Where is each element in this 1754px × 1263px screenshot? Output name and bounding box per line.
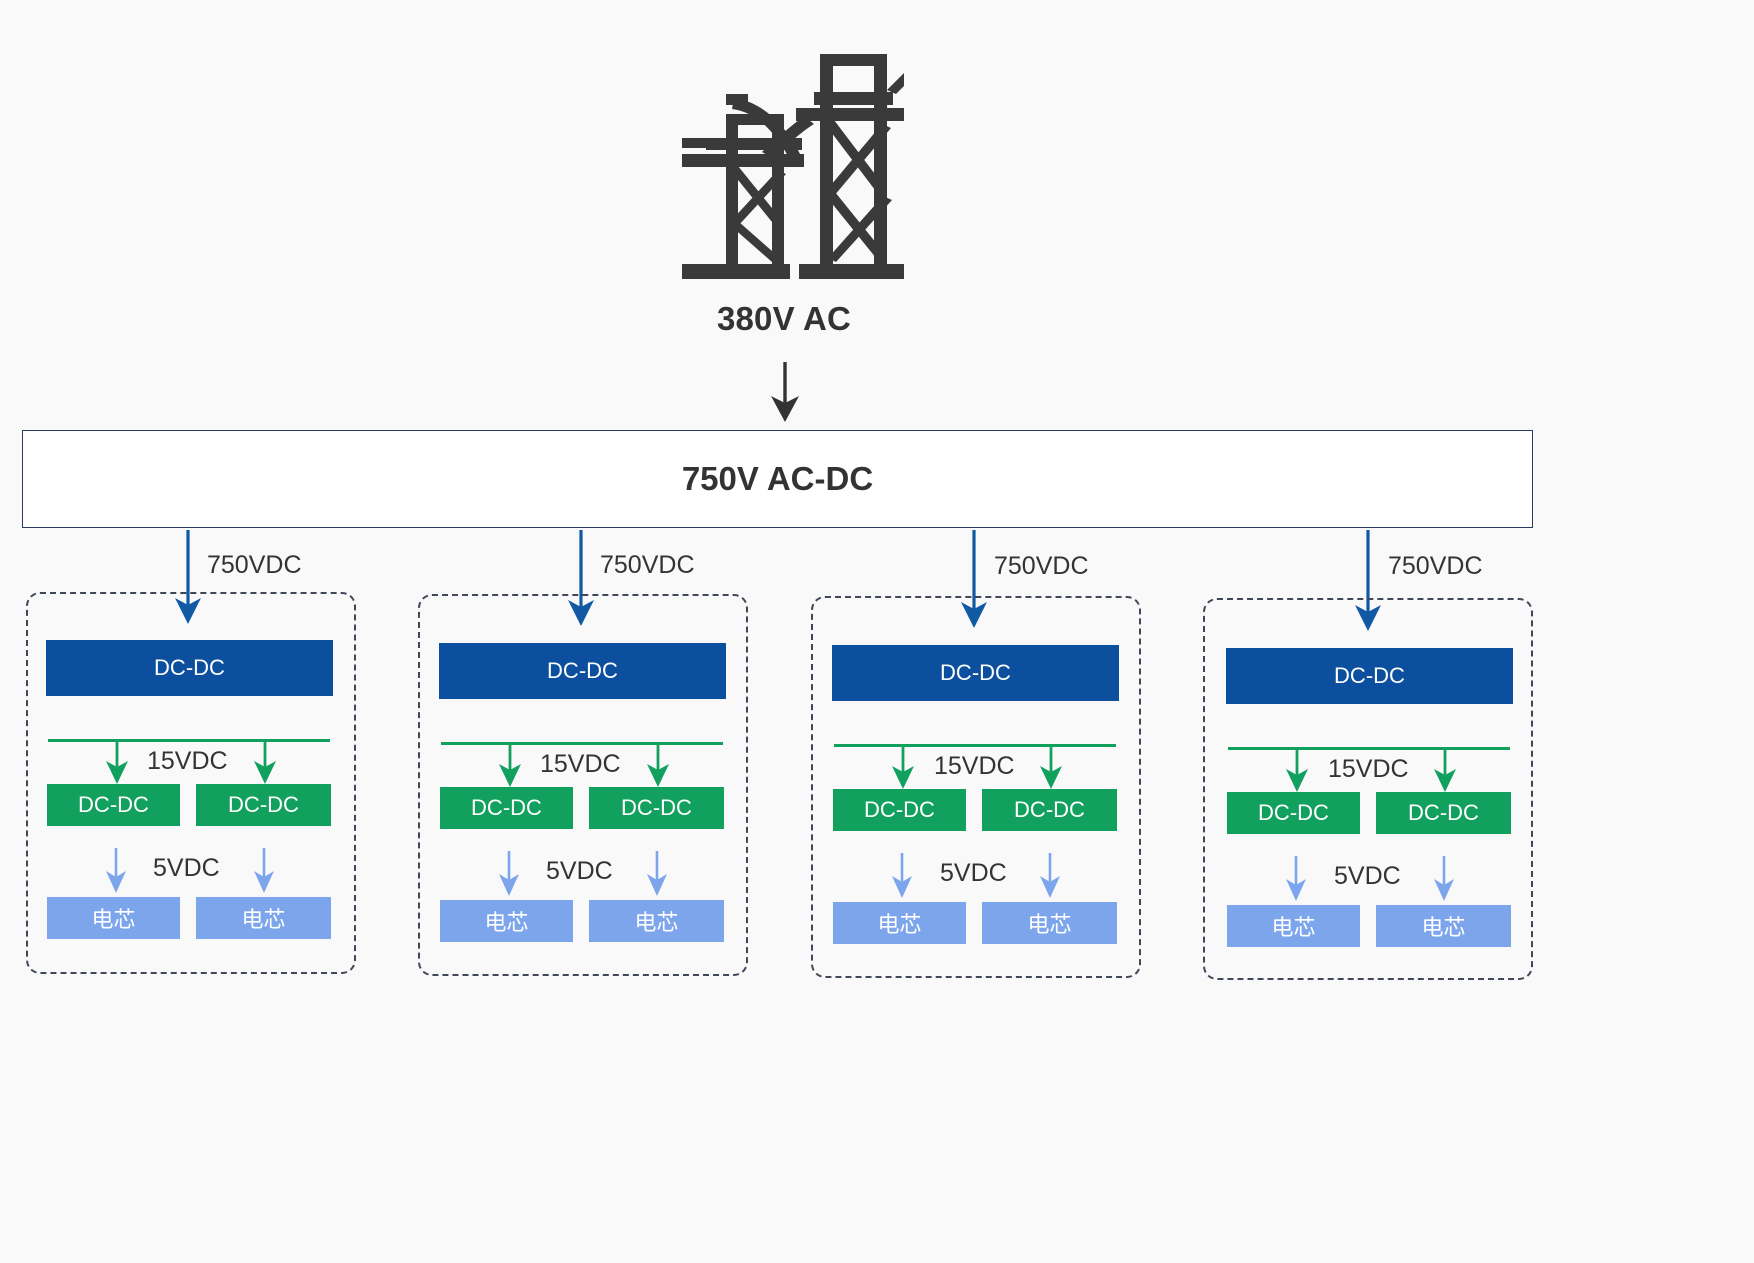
secondary-dcdc-label-1a: DC-DC [78,792,149,817]
intermediate-bus-label-4: 15VDC [1328,755,1409,783]
secondary-dcdc-label-1b: DC-DC [228,792,299,817]
primary-dcdc-4: DC-DC [1226,648,1513,704]
dc-bus-arrow-2 [561,530,601,628]
battery-cell-3b: 电芯 [982,902,1117,944]
intermediate-bus-line-4 [1228,747,1510,750]
intermediate-bus-line-2 [441,742,723,745]
dc-bus-arrow-4 [1348,530,1388,633]
secondary-dcdc-1a: DC-DC [47,784,180,826]
secondary-dcdc-label-3b: DC-DC [1014,797,1085,822]
battery-cell-label-4b: 电芯 [1421,915,1466,940]
intermediate-arrow-3a [887,744,919,790]
battery-cell-label-2a: 电芯 [484,910,529,935]
secondary-dcdc-1b: DC-DC [196,784,331,826]
primary-dcdc-2: DC-DC [439,643,726,699]
rack-group-3 [811,596,1141,978]
dc-bus-label-1: 750VDC [207,551,302,579]
secondary-dcdc-3b: DC-DC [982,789,1117,831]
intermediate-bus-label-1: 15VDC [147,747,228,775]
load-arrow-4a [1281,856,1311,902]
load-arrow-3b [1035,853,1065,899]
intermediate-arrow-3b [1035,744,1067,790]
ac-dc-converter-bar: 750V AC-DC [22,430,1533,528]
primary-dcdc-1: DC-DC [46,640,333,696]
intermediate-arrow-1a [101,739,133,785]
battery-cell-4b: 电芯 [1376,905,1511,947]
secondary-dcdc-label-2b: DC-DC [621,795,692,820]
secondary-dcdc-4a: DC-DC [1227,792,1360,834]
intermediate-arrow-1b [249,739,281,785]
primary-dcdc-label-4: DC-DC [1334,663,1405,688]
source-voltage-label: 380V AC [716,300,852,337]
secondary-dcdc-label-4a: DC-DC [1258,800,1329,825]
load-arrow-1b [249,848,279,894]
load-arrow-2a [494,851,524,897]
battery-cell-1a: 电芯 [47,897,180,939]
intermediate-bus-label-3: 15VDC [934,752,1015,780]
dc-bus-label-2: 750VDC [600,551,695,579]
rack-group-1 [26,592,356,974]
load-bus-label-3: 5VDC [940,859,1007,887]
dc-bus-label-3: 750VDC [994,552,1089,580]
load-bus-label-2: 5VDC [546,857,613,885]
battery-cell-4a: 电芯 [1227,905,1360,947]
intermediate-bus-line-1 [48,739,330,742]
battery-cell-3a: 电芯 [833,902,966,944]
primary-dcdc-label-1: DC-DC [154,655,225,680]
intermediate-bus-label-2: 15VDC [540,750,621,778]
battery-cell-2b: 电芯 [589,900,724,942]
dc-bus-arrow-3 [954,530,994,630]
ac-dc-converter-label: 750V AC-DC [681,460,874,497]
battery-cell-label-2b: 电芯 [634,910,679,935]
primary-dcdc-label-3: DC-DC [940,660,1011,685]
load-bus-label-4: 5VDC [1334,862,1401,890]
rack-group-4 [1203,598,1533,980]
dc-bus-arrow-1 [168,530,208,626]
intermediate-bus-line-3 [834,744,1116,747]
load-arrow-4b [1429,856,1459,902]
battery-cell-1b: 电芯 [196,897,331,939]
intermediate-arrow-4b [1429,747,1461,793]
battery-cell-label-1a: 电芯 [91,907,136,932]
secondary-dcdc-4b: DC-DC [1376,792,1511,834]
secondary-dcdc-3a: DC-DC [833,789,966,831]
load-arrow-1a [101,848,131,894]
source-to-converter-arrow [760,362,810,424]
battery-cell-label-1b: 电芯 [241,907,286,932]
secondary-dcdc-2b: DC-DC [589,787,724,829]
secondary-dcdc-2a: DC-DC [440,787,573,829]
secondary-dcdc-label-4b: DC-DC [1408,800,1479,825]
secondary-dcdc-label-3a: DC-DC [864,797,935,822]
secondary-dcdc-label-2a: DC-DC [471,795,542,820]
battery-cell-label-3b: 电芯 [1027,912,1072,937]
load-bus-label-1: 5VDC [153,854,220,882]
battery-cell-2a: 电芯 [440,900,573,942]
intermediate-arrow-2b [642,742,674,788]
battery-cell-label-3a: 电芯 [877,912,922,937]
rack-group-2 [418,594,748,976]
load-arrow-3a [887,853,917,899]
intermediate-arrow-2a [494,742,526,788]
battery-cell-label-4a: 电芯 [1271,915,1316,940]
transmission-tower-icon [668,46,904,286]
intermediate-arrow-4a [1281,747,1313,793]
primary-dcdc-label-2: DC-DC [547,658,618,683]
load-arrow-2b [642,851,672,897]
primary-dcdc-3: DC-DC [832,645,1119,701]
dc-bus-label-4: 750VDC [1388,552,1483,580]
